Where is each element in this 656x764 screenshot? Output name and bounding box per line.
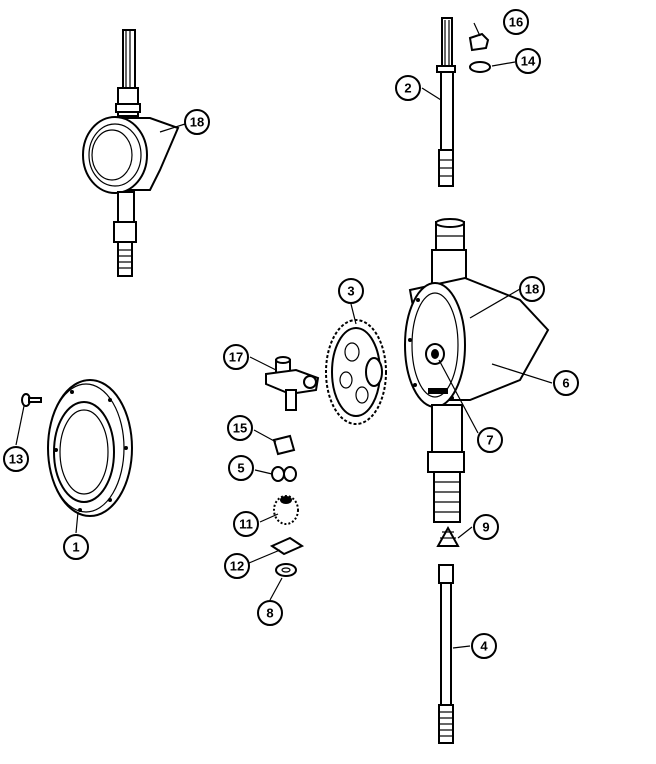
part-15 xyxy=(272,434,296,456)
svg-text:1: 1 xyxy=(72,540,79,555)
large-gear xyxy=(325,319,387,425)
cover-plate xyxy=(47,379,133,517)
svg-text:4: 4 xyxy=(480,639,488,654)
pinion-gear xyxy=(273,495,299,525)
svg-text:5: 5 xyxy=(237,461,244,476)
svg-text:13: 13 xyxy=(9,452,23,467)
callout-6: 6 xyxy=(553,370,579,396)
part-5 xyxy=(271,466,297,482)
callout-2: 2 xyxy=(395,75,421,101)
callout-13: 13 xyxy=(3,446,29,472)
callout-9: 9 xyxy=(473,514,499,540)
svg-text:8: 8 xyxy=(266,606,273,621)
washer-part xyxy=(469,61,491,73)
svg-text:11: 11 xyxy=(239,517,253,532)
callout-3: 3 xyxy=(338,278,364,304)
svg-text:18: 18 xyxy=(190,115,204,130)
callout-1: 1 xyxy=(63,534,89,560)
svg-text:18: 18 xyxy=(525,282,539,297)
callout-12: 12 xyxy=(224,553,250,579)
svg-text:3: 3 xyxy=(347,284,354,299)
callout-17: 17 xyxy=(223,344,249,370)
svg-text:17: 17 xyxy=(229,350,243,365)
callout-14: 14 xyxy=(515,48,541,74)
part-8 xyxy=(275,563,297,577)
callout-15: 15 xyxy=(227,415,253,441)
agitator-shaft xyxy=(436,17,456,187)
callout-5: 5 xyxy=(228,455,254,481)
callout-18-right: 18 xyxy=(519,276,545,302)
svg-text:14: 14 xyxy=(521,54,536,69)
svg-text:6: 6 xyxy=(562,376,569,391)
screw-part xyxy=(21,393,42,407)
svg-text:16: 16 xyxy=(509,15,523,30)
svg-text:12: 12 xyxy=(230,559,244,574)
callout-8: 8 xyxy=(257,600,283,626)
callout-11: 11 xyxy=(233,511,259,537)
svg-text:15: 15 xyxy=(233,421,247,436)
main-housing xyxy=(404,218,550,523)
shift-fork xyxy=(265,356,320,411)
leader-lines xyxy=(15,22,553,649)
callout-4: 4 xyxy=(471,633,497,659)
callout-16: 16 xyxy=(503,9,529,35)
transmission-assembly-top xyxy=(82,29,180,277)
callout-7: 7 xyxy=(477,427,503,453)
callout-18-top: 18 xyxy=(184,109,210,135)
clip-part xyxy=(468,32,490,52)
svg-text:2: 2 xyxy=(404,81,411,96)
svg-text:9: 9 xyxy=(482,520,489,535)
part-9-seal xyxy=(436,525,460,547)
svg-text:7: 7 xyxy=(486,433,493,448)
spin-shaft xyxy=(438,564,454,744)
